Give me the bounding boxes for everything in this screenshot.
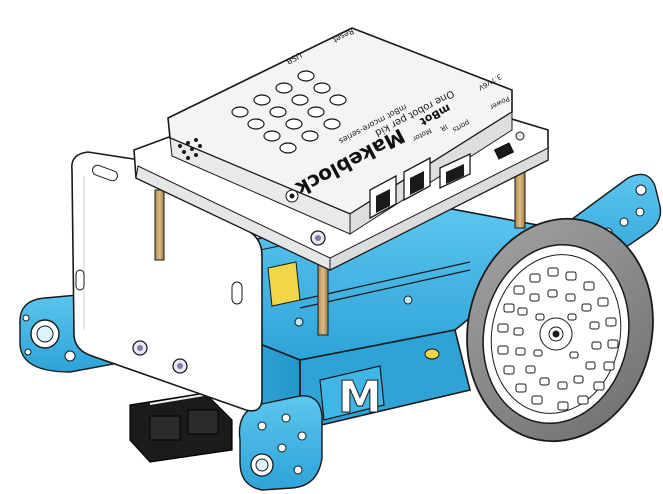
wheel-spokes: [497, 267, 619, 411]
wheel-icon: [466, 217, 654, 443]
wheel-hub: [539, 317, 573, 351]
speaker-grille-icon: [178, 138, 202, 160]
acrylic-front-plate: [71, 151, 263, 412]
line-follower-sensor: [129, 392, 233, 463]
front-right-bracket: [238, 395, 323, 491]
label-ir: IR: [439, 122, 449, 132]
chassis-logo: M: [338, 372, 382, 423]
rj25-ports: [369, 152, 471, 220]
battery-holder: [267, 261, 301, 307]
keypad-icon: [231, 70, 347, 154]
mcore-board: Makeblock mBot mcore-series mBot One rob…: [133, 26, 549, 271]
power-switch: [493, 142, 515, 160]
label-switch: 6V: [477, 80, 489, 92]
